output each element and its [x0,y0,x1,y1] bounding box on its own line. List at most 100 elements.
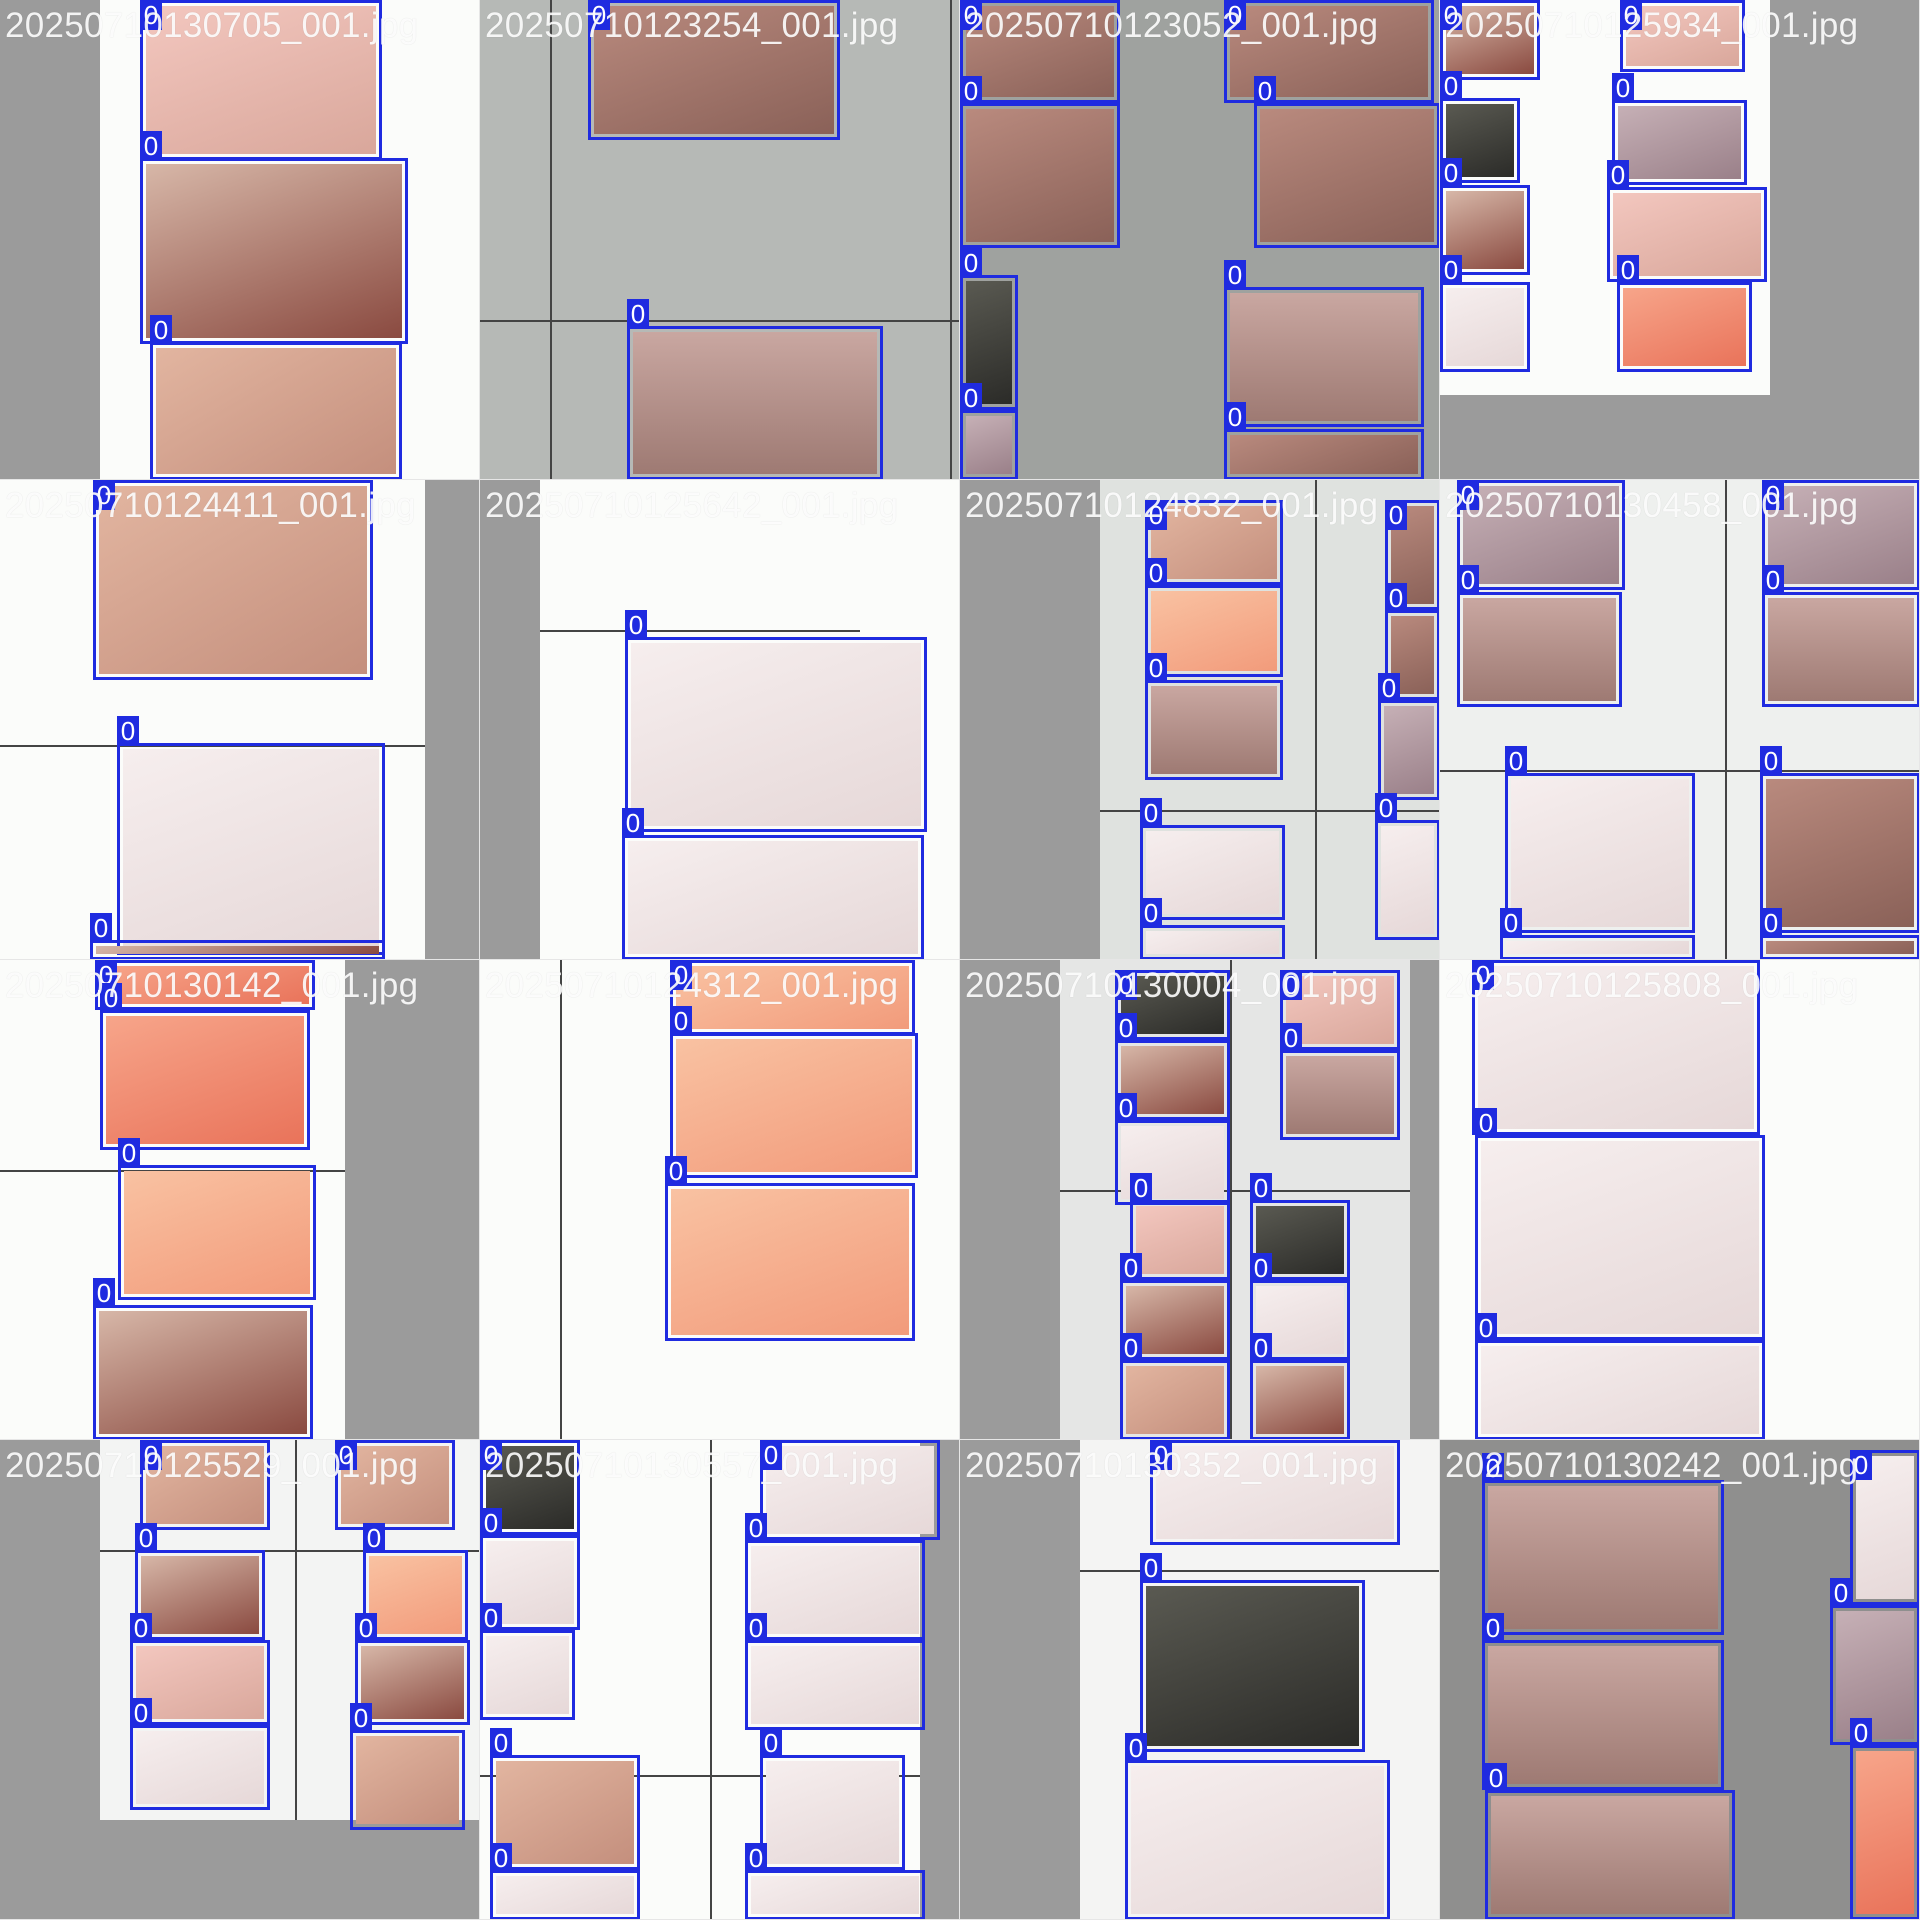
class-label: 0 [1760,908,1782,938]
class-label: 0 [1612,73,1634,103]
detection-box: 0 [1482,1453,1724,1635]
scanned-photo [486,1636,569,1714]
scanned-photo [633,332,877,474]
tile-filename: 20250710123254_001.jpg [485,6,899,45]
detection-box: 0 [760,1728,905,1870]
scanned-photo [1766,941,1914,954]
scanned-photo [1836,1611,1914,1739]
tile-filename: 20250710124832_001.jpg [965,486,1379,525]
detection-box: 0 [1762,480,1919,590]
class-label: 0 [1224,402,1246,432]
class-label: 0 [1850,1450,1872,1480]
scanned-photo [1488,1486,1718,1629]
detection-box: 0 [1457,565,1622,707]
detection-box: 0 [1224,0,1434,103]
class-label: 0 [1440,0,1462,30]
class-label: 0 [140,131,162,161]
tile-filename: 20250710125642_001.jpg [485,486,899,525]
class-label: 0 [1607,160,1629,190]
detection-box: 0 [960,76,1120,248]
scanner-edge-line [295,1440,297,1820]
class-label: 0 [130,1613,152,1643]
tile-filename: 20250710130557_001.jpg [485,1446,899,1485]
class-label: 0 [1760,746,1782,776]
class-label: 0 [480,1603,502,1633]
scanned-photo [1260,109,1434,242]
scanned-photo [1156,1446,1394,1539]
class-label: 0 [1254,76,1276,106]
detection-box: 0 [745,1513,925,1640]
scanned-photo [766,1761,899,1864]
class-label: 0 [1224,0,1246,30]
tile-filename: 20250710130004_001.jpg [965,966,1379,1005]
scanner-edge-line [1080,1570,1439,1572]
scanner-edge-line [480,320,959,322]
class-label: 0 [1440,255,1462,285]
scanner-edge-line [540,630,860,632]
scanned-photo [496,1876,634,1914]
scanner-background [0,1820,479,1919]
scanned-photo [146,1446,264,1524]
detection-box: 0 [627,299,883,479]
scanner-background [1440,395,1919,479]
scanner-background [425,480,479,959]
class-label: 0 [1485,1763,1507,1793]
scanned-photo [156,348,396,474]
detection-box: 0 [960,0,1120,103]
tile-filename: 20250710124411_001.jpg [5,486,416,525]
class-label: 0 [1378,673,1400,703]
scanned-photo [1491,1796,1729,1914]
scanned-photo [356,1736,459,1824]
class-label: 0 [1472,960,1494,990]
class-label: 0 [745,1513,767,1543]
detection-box: 0 [1850,1718,1919,1919]
class-label: 0 [140,1440,162,1470]
class-label: 0 [140,0,162,30]
detection-box: 0 [1830,1578,1919,1745]
detection-box: 0 [490,1843,640,1919]
scanned-photo [1146,1586,1359,1746]
scanned-photo [1768,486,1914,584]
scanned-photo [751,1546,919,1634]
class-label: 0 [1250,1333,1272,1363]
detection-box: 0 [1145,653,1283,780]
class-label: 0 [1280,1023,1302,1053]
scanned-photo [1856,1751,1914,1914]
scanned-photo [1511,779,1689,927]
class-label: 0 [960,76,982,106]
scanner-edge-line [550,0,552,479]
detection-box: 0 [1760,746,1919,933]
scanner-edge-line [710,1440,712,1919]
detection-box: 0 [1254,76,1439,248]
detection-box: 0 [1850,1450,1919,1605]
scanned-photo [1768,598,1914,701]
class-label: 0 [1850,1718,1872,1748]
scanned-photo [341,1446,449,1524]
class-label: 0 [490,1843,512,1873]
scanned-photo [1131,1766,1384,1914]
scanned-photo [136,1731,264,1804]
detection-box: 0 [588,0,840,140]
detection-box: 0 [1120,1253,1230,1360]
detection-box: 0 [140,0,382,160]
detection-box: 0 [1475,1108,1765,1340]
detection-box: 0 [1140,798,1285,920]
scanned-photo [101,966,309,1004]
detection-box: 0 [1617,255,1752,372]
tile-filename: 20250710125529_001.jpg [5,1446,419,1485]
scanned-photo [1256,1366,1344,1434]
class-label: 0 [480,1440,502,1470]
detection-box: 0 [363,1523,468,1640]
detection-box: 0 [760,1440,940,1540]
detection-box: 0 [625,610,927,832]
detection-box: 0 [350,1703,465,1830]
scanned-photo [676,966,909,1029]
class-label: 0 [1125,1733,1147,1763]
detection-box: 0 [1224,260,1424,427]
class-label: 0 [335,1440,357,1470]
